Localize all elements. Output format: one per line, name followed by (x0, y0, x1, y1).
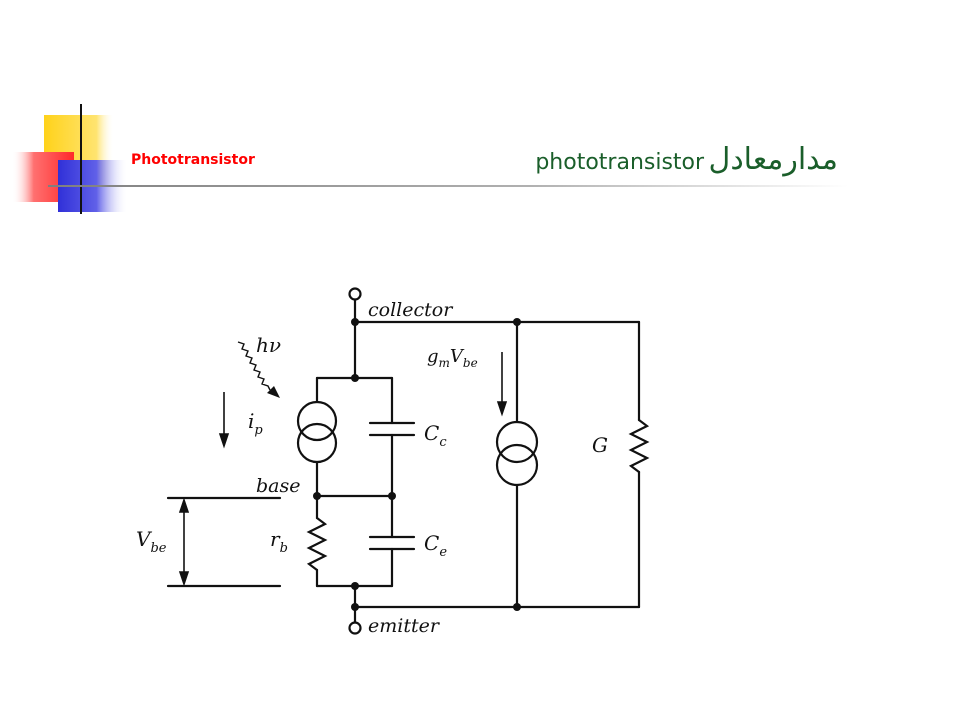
rb-resistor (306, 516, 328, 572)
emitter-terminal (348, 621, 362, 635)
vbe-label: Vbe (136, 527, 167, 556)
equivalent-circuit-diagram: collector emitter base hν ip gmVbe Cc Ce… (136, 287, 650, 637)
gm-source-circle-upper (495, 420, 539, 464)
ip-current-arrow (218, 392, 230, 449)
junction-dots (313, 318, 521, 611)
base-label: base (256, 475, 301, 497)
ip-source-circle-upper (296, 400, 338, 442)
slide-title-arabic: مدارمعادل (708, 142, 838, 177)
cc-label: Cc (424, 421, 447, 450)
emitter-label: emitter (368, 615, 441, 637)
vbe-double-arrow (178, 497, 190, 587)
ce-label: Ce (424, 531, 447, 560)
slide-title: phototransistor مدارمعادل (535, 142, 838, 177)
light-wavy-arrow (237, 341, 271, 391)
section-title: Phototransistor (131, 152, 255, 168)
corner-decoration (12, 104, 128, 214)
gm-vbe-label: gmVbe (427, 346, 478, 370)
rb-label: rb (270, 527, 288, 556)
conductance-label: G (592, 433, 608, 457)
photocurrent-label: ip (248, 409, 263, 438)
header-divider (48, 185, 848, 187)
collector-label: collector (368, 299, 454, 321)
light-arrow-head (267, 386, 280, 398)
ip-source-circle-lower (296, 422, 338, 464)
conductance-resistor (628, 418, 650, 474)
collector-terminal (348, 287, 362, 301)
gm-current-arrow (496, 352, 508, 417)
light-label: hν (256, 333, 281, 357)
slide-title-latin: phototransistor (535, 150, 705, 175)
gm-source-circle-lower (495, 443, 539, 487)
